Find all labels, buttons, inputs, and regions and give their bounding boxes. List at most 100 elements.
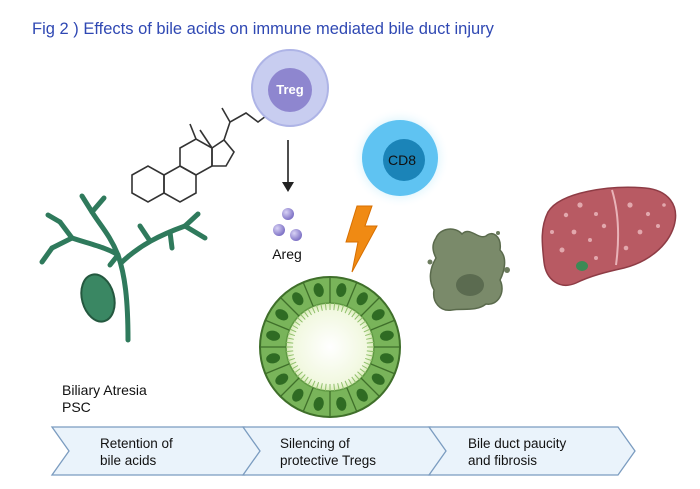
microvilli <box>300 374 306 381</box>
areg-label: Areg <box>272 246 302 262</box>
microvilli <box>354 313 360 320</box>
microvilli <box>344 306 349 314</box>
microvilli <box>286 341 294 344</box>
epithelial-cell-nucleus <box>371 373 385 385</box>
microvilli <box>363 361 371 366</box>
microvilli <box>303 311 309 318</box>
step-1-line-2: bile acids <box>100 453 157 468</box>
epithelial-cell-nucleus <box>336 396 347 411</box>
epithelial-cell-nucleus <box>266 353 281 364</box>
epithelial-cell-nucleus <box>379 353 394 364</box>
epithelial-cell-border <box>360 377 380 397</box>
microvilli <box>366 337 374 340</box>
epithelial-cell-border <box>280 297 300 317</box>
microvilli <box>324 303 327 311</box>
disease-labels: Biliary Atresia PSC <box>62 382 147 416</box>
microvilli <box>294 320 301 326</box>
microvilli <box>359 320 366 326</box>
cd8-cell-icon <box>350 108 450 208</box>
microvilli <box>359 368 366 374</box>
microvilli <box>311 380 316 388</box>
microvilli <box>351 376 357 383</box>
epithelial-cell-nucleus <box>292 292 304 306</box>
microvilli <box>337 303 340 311</box>
treg-cell-icon <box>251 49 329 127</box>
microvilli <box>365 357 373 362</box>
microvilli <box>303 376 309 383</box>
epithelial-cell-border <box>265 319 290 331</box>
microvilli <box>294 368 301 374</box>
microvilli <box>361 324 369 329</box>
microvilli <box>354 374 360 381</box>
microvilli <box>300 313 306 320</box>
fibrotic-tissue-icon <box>427 228 510 311</box>
gallbladder-icon <box>80 273 116 323</box>
bile-duct-cross-section-icon <box>259 276 401 418</box>
microvilli <box>361 365 369 370</box>
epithelial-cell-border <box>360 297 380 317</box>
step-label-3: Bile duct paucity and fibrosis <box>468 435 566 469</box>
cd8-label: CD8 <box>388 152 416 168</box>
microvilli <box>287 357 295 362</box>
microvilli <box>296 371 303 377</box>
epithelial-cell-nucleus <box>313 283 324 298</box>
microvilli <box>366 341 374 344</box>
microvilli <box>287 332 295 337</box>
microvilli <box>366 350 374 353</box>
epithelial-cell-nucleus <box>275 309 289 321</box>
microvilli <box>289 328 297 333</box>
microvilli <box>320 383 323 391</box>
microvilli <box>351 311 357 318</box>
epithelial-cell-border <box>302 282 314 307</box>
microvilli <box>307 378 312 386</box>
microvilli <box>363 328 371 333</box>
microvilli <box>337 383 340 391</box>
microvilli <box>307 308 312 316</box>
areg-molecules-icon <box>273 208 302 241</box>
microvilli <box>320 303 323 311</box>
step-2-line-2: protective Tregs <box>280 453 377 468</box>
epithelial-cell-nucleus <box>371 309 385 321</box>
microvilli <box>286 337 294 340</box>
microvilli <box>289 361 297 366</box>
microvilli <box>324 383 327 391</box>
microvilli <box>291 365 299 370</box>
process-arrows <box>50 426 636 476</box>
epithelial-cell-nucleus <box>292 388 304 402</box>
epithelial-cell-border <box>265 363 290 375</box>
treg-to-areg-arrow <box>282 140 294 192</box>
lightning-icon <box>345 205 378 273</box>
step-label-2: Silencing of protective Tregs <box>280 435 376 469</box>
microvilli <box>340 382 345 390</box>
epithelial-cell-nucleus <box>336 283 347 298</box>
microvilli <box>357 317 364 323</box>
step-1-line-1: Retention of <box>100 436 173 451</box>
step-3-line-2: and fibrosis <box>468 453 538 468</box>
epithelial-cell-border <box>280 377 300 397</box>
microvilli <box>348 308 353 316</box>
microvilli <box>333 303 336 311</box>
step-arrow-3 <box>427 426 636 476</box>
epithelial-cell-border <box>370 363 395 375</box>
microvilli <box>286 354 294 357</box>
microvilli <box>366 354 374 357</box>
epithelial-cell-nucleus <box>275 373 289 385</box>
microvilli <box>344 380 349 388</box>
epithelial-cell-nucleus <box>266 330 281 341</box>
microvilli <box>311 306 316 314</box>
microvilli <box>333 383 336 391</box>
epithelial-cell-nucleus <box>356 388 368 402</box>
epithelial-cell-nucleus <box>313 396 324 411</box>
biliary-tree-icon <box>39 193 208 343</box>
epithelial-cell-border <box>370 319 395 331</box>
epithelial-cell-nucleus <box>356 292 368 306</box>
microvilli <box>315 304 320 312</box>
disease-label-psc: PSC <box>62 399 91 415</box>
figure-title: Fig 2 ) Effects of bile acids on immune … <box>32 20 494 38</box>
microvilli <box>365 332 373 337</box>
microvilli <box>315 382 320 390</box>
step-label-1: Retention of bile acids <box>100 435 173 469</box>
step-2-line-1: Silencing of <box>280 436 350 451</box>
